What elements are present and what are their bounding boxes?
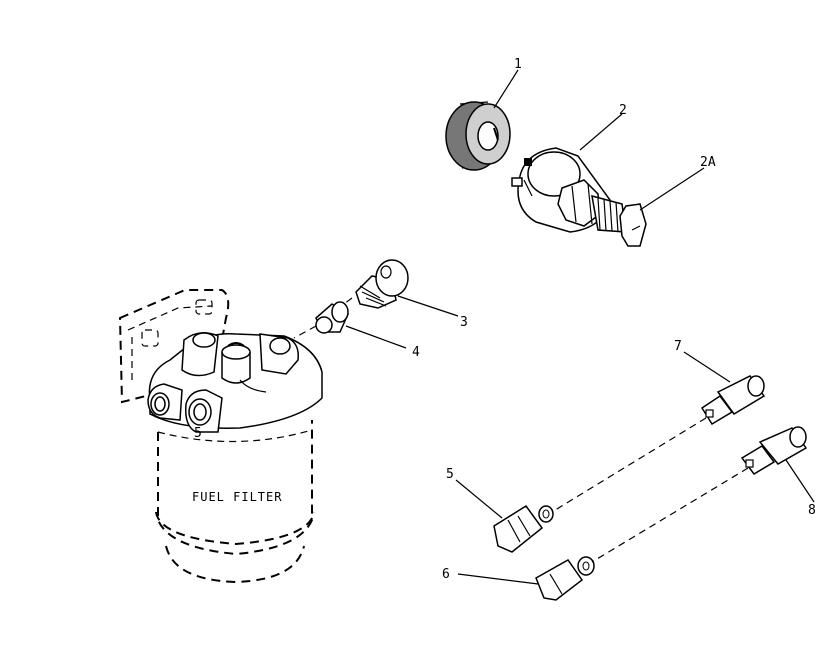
callout-3: 3	[460, 315, 468, 330]
callout-6: 6	[442, 567, 450, 582]
fuel-filter-label: FUEL FILTER	[192, 490, 282, 504]
part-1-grommet	[445, 101, 511, 171]
part-8-connector	[740, 426, 808, 475]
part-7-connector	[700, 375, 766, 426]
callout-8: 8	[808, 503, 816, 518]
callout-5: 5	[446, 467, 454, 482]
callout-labels: 1 2 2A 3 4 7 8 5 6	[412, 57, 816, 582]
part-2-ignition-switch	[511, 147, 647, 247]
leader-lines	[345, 69, 815, 585]
part-3-bushing	[355, 259, 409, 309]
callout-1: 1	[514, 57, 522, 72]
callout-7: 7	[674, 339, 682, 354]
callout-2a: 2A	[700, 155, 716, 170]
part-5-terminal	[493, 504, 554, 553]
part-6-terminal	[535, 556, 595, 601]
wire-paths	[293, 297, 749, 563]
fuel-filter-mark: 5	[194, 426, 202, 441]
callout-4: 4	[412, 345, 420, 360]
part-4-spacer	[315, 301, 349, 334]
fuel-filter-assembly: FUEL FILTER 5	[118, 289, 323, 584]
callout-2: 2	[619, 103, 627, 118]
